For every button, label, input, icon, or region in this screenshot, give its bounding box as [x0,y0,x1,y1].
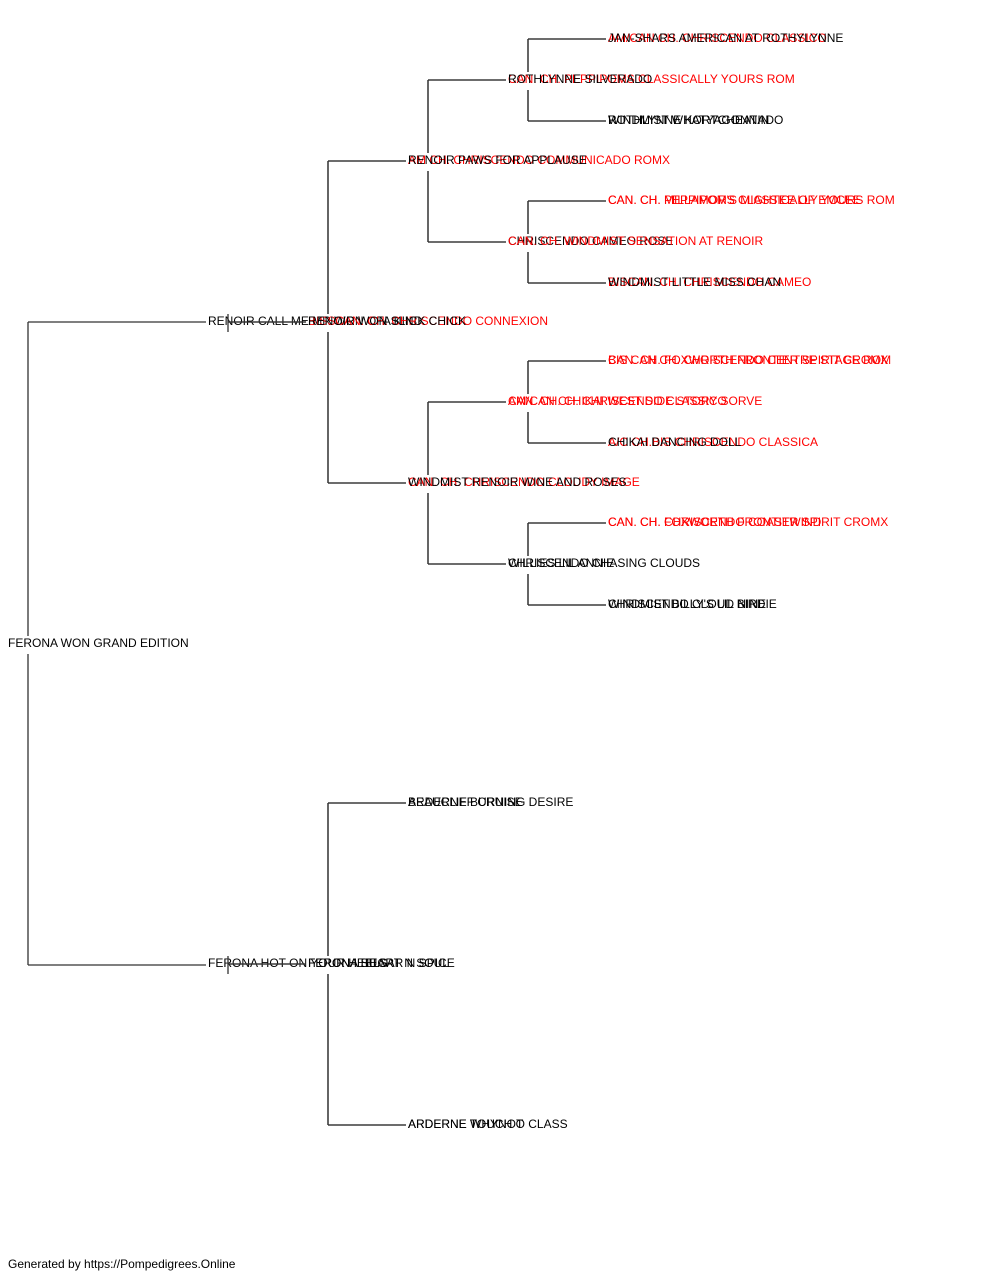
pedigree-entry: ARDERNE WHYNOT [408,1117,524,1131]
pedigree-entry: WINDMIST WHATYAGONNADO [608,113,783,127]
pedigree-entry: RENOIR PAWS FOR APPLAUSE [408,153,587,167]
pedigree-entry: AM/CAN CH. CHRISCENDO CLASSICO [608,31,827,45]
pedigree-entry: CHRISCENDO CHASING CLOUDS [508,556,700,570]
pedigree-entry: CAN. CH. PEPPIPOMS CLASSICALLY YOURS ROM [608,193,895,207]
pedigree-entry: CHRISCENDO CAMEO ROSE [508,234,673,248]
pedigree-entry: RENOIR WON SLICK CHICK [308,314,466,328]
pedigree-entry: WINDMIST BILLY'S LIL BIRDIE [608,597,777,611]
pedigree-entry: AM/CAN CH. CHRISCENDO CLASSICO [508,394,727,408]
pedigree-entry: WILLIES LIL ANNIE [508,556,614,570]
pedigree-entry: CAN. CH. WINDMIST SENSATION AT RENOIR [508,234,763,248]
pedigree-entry: BISCAN. CH. CHRISCENDO CAMEO [608,275,811,289]
pedigree-entry: ARDERNE BURNING DESIRE [408,795,573,809]
pedigree-entry: BISSCAN. CH. CHRISCENDO CONNEXION [308,314,548,328]
pedigree-entry: FERONA HOT ON YOUR HEELS [208,956,388,970]
pedigree-entry: JAN-SHARS AMERICAN AT ROTHYLYNNE [608,31,843,45]
pedigree-entry: WINDMIST LITTLE MISS CHAN [608,275,781,289]
pedigree-entry: RENOIR CALL ME MR WON OFA KIND [208,314,423,328]
pedigree-entry: BIS CAN CH. CHRISCENDO CENTRE STAGE ROM [608,353,891,367]
pedigree-entry: ROTHLYNNE SILVERADO [508,72,652,86]
pedigree-entry: A/C CH.BIS CHRISCENDO CLASSICA [608,435,818,449]
pedigree-entry: CHRISCENDO CLOUD NINE [608,597,766,611]
pedigree-entry: ARDERNE TOUCH O CLASS [408,1117,568,1131]
pedigree-entry: FERONA WON GRAND EDITION [8,636,189,650]
pedigree-entry: WINDMIST RENOIR WINE AND ROSES [408,475,626,489]
pedigree-entry: AM CH. CHRISCENDO COMMUNICADO ROMX [408,153,670,167]
pedigree-entry: CHIKAI DANCING DOLL [608,435,742,449]
pedigree-entry: BEAUCLIFF CRUISE [408,795,523,809]
pedigree-entry: CAN. CH. CHRISCENDO COASTWIND [608,515,822,529]
pedigree-entry: CAN. CH. CHIKAI WEST SIDE STORY SORVE [508,394,762,408]
pedigree-entry: CAN. CH. CHRISCENDO CLOUDY IMAGE [408,475,640,489]
pedigree-entry: ROTHLYNNE KORTCHEATIN [608,113,769,127]
pedigree-entry: FERONA SUGAR N SPICE [308,956,455,970]
footer-credit: Generated by https://Pompedigrees.Online [8,1257,236,1271]
pedigree-entry: CAN. CH. FOXWORTH FRONTIER SPIRIT CROMX [608,515,888,529]
pedigree-entry: FERONA HEART N SOUL [308,956,449,970]
pedigree-entry: CAN. CH. FOXWORTH FRONTIER SPIRIT CROMX [608,353,888,367]
pedigree-entry: CAN. CH. PEPPIPOMS CLASSICALLY YOURS ROM [508,72,795,86]
pedigree-entry: CAN. CH. MILLAMOR'S MIGHTEE OF EMCEE [608,193,861,207]
